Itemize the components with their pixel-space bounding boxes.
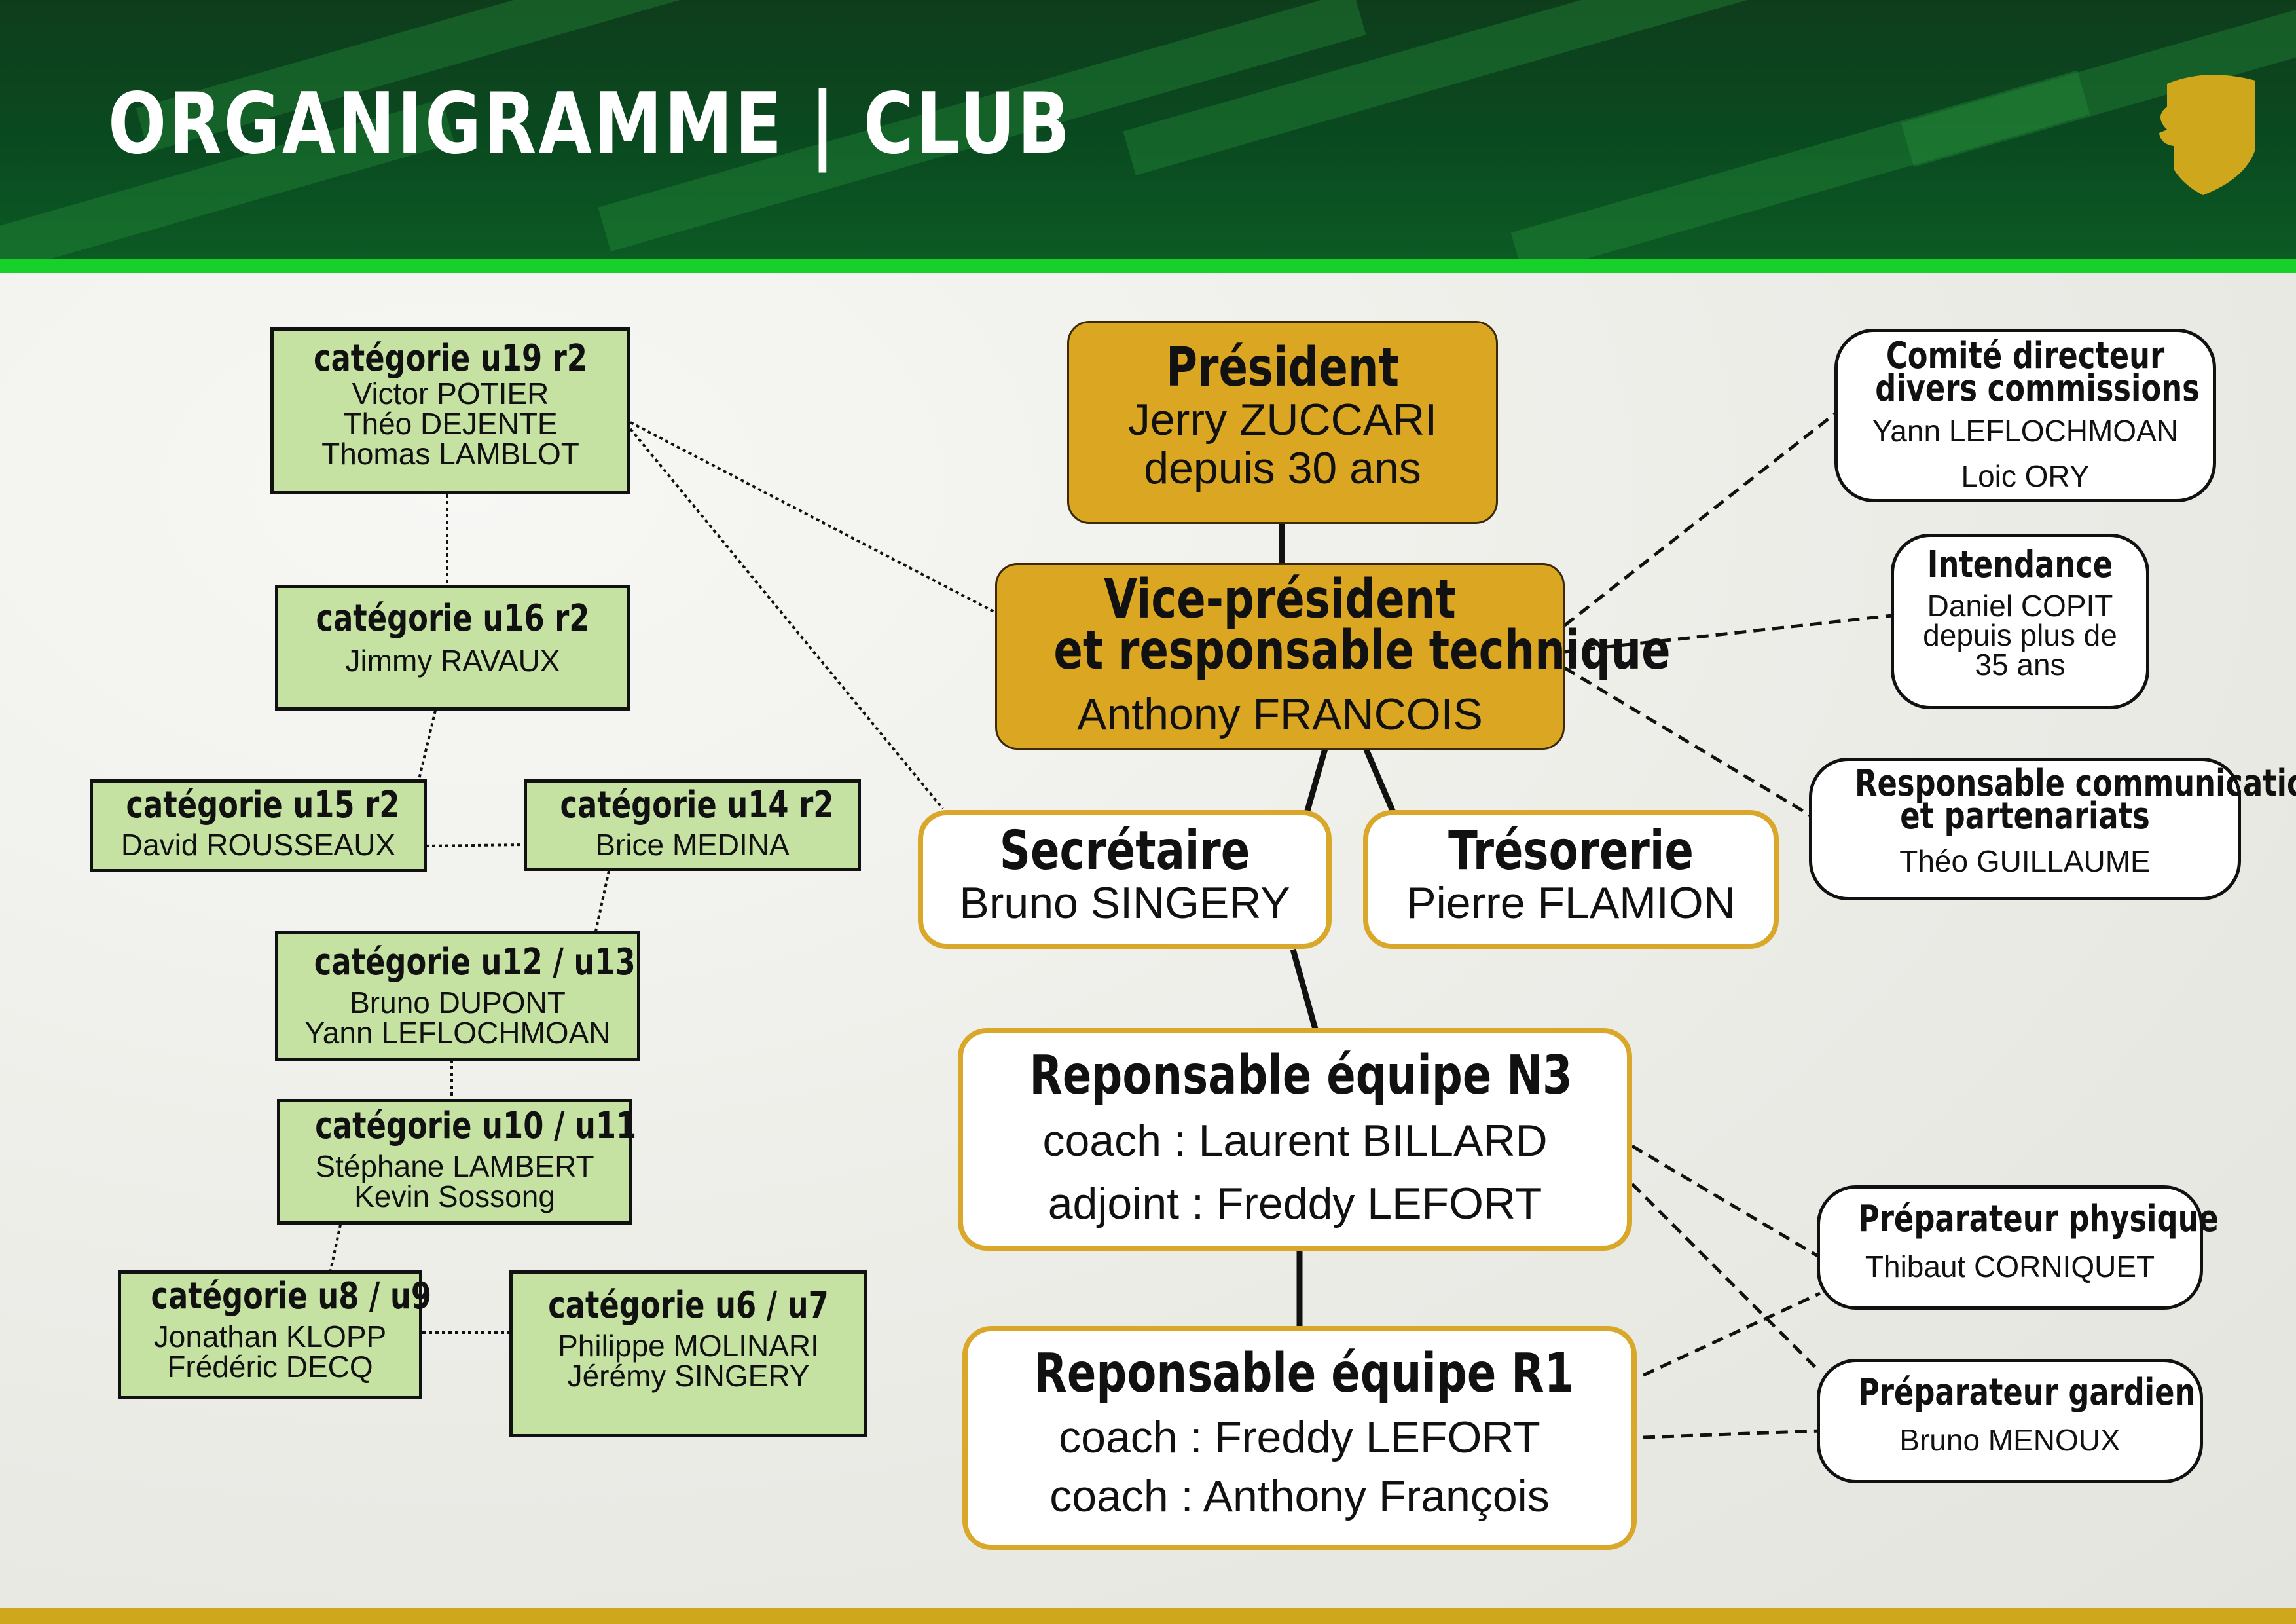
tresorerie-box: Trésorerie Pierre FLAMION (1363, 810, 1779, 949)
category-u10-member-1: Stéphane LAMBERT (315, 1149, 594, 1183)
equipe-r1-coach-1: coach : Freddy LEFORT (1059, 1412, 1540, 1463)
shield-head-icon (2159, 75, 2255, 195)
equipe-r1-title: Reponsable équipe R1 (1034, 1342, 1575, 1405)
header-banner (0, 0, 2296, 259)
category-u6-member-2: Jérémy SINGERY (567, 1358, 810, 1393)
vice-president-subtitle: et responsable technique (1053, 619, 1671, 682)
footer-gold-bar (0, 1608, 2296, 1624)
category-u8-member-1: Jonathan KLOPP (153, 1319, 387, 1354)
category-u19-member-3: Thomas LAMBLOT (321, 436, 579, 471)
category-u16-title: catégorie u16 r2 (316, 597, 590, 640)
category-u19-member-2: Théo DEJENTE (343, 406, 558, 441)
category-u12-box: catégorie u12 / u13 Bruno DUPONT Yann LE… (275, 931, 640, 1061)
communication-subtitle: et partenariats (1900, 795, 2150, 838)
category-u15-box: catégorie u15 r2 David ROUSSEAUX (90, 779, 427, 872)
communication-box: Responsable communication et partenariat… (1809, 758, 2296, 900)
equipe-r1-coach-2: coach : Anthony François (1049, 1471, 1550, 1521)
category-u16-box: catégorie u16 r2 Jimmy RAVAUX (275, 585, 630, 710)
category-u10-title: catégorie u10 / u11 (315, 1105, 637, 1147)
category-u12-title: catégorie u12 / u13 (314, 941, 636, 984)
comite-member-2: Loic ORY (1961, 459, 2090, 494)
intendance-name: Daniel COPIT (1927, 588, 2113, 623)
intendance-title: Intendance (1927, 544, 2113, 586)
intendance-box: Intendance Daniel COPIT depuis plus de 3… (1891, 534, 2149, 709)
prep-gardien-box: Préparateur gardien Bruno MENOUX (1817, 1359, 2203, 1483)
page-title: ORGANIGRAMME | CLUB (108, 75, 1072, 173)
category-u6-title: catégorie u6 / u7 (548, 1284, 829, 1327)
equipe-r1-box: Reponsable équipe R1 coach : Freddy LEFO… (962, 1326, 1637, 1550)
category-u6-box: catégorie u6 / u7 Philippe MOLINARI Jéré… (509, 1270, 867, 1437)
vice-president-name: Anthony FRANCOIS (1077, 689, 1483, 739)
president-name: Jerry ZUCCARI (1127, 395, 1438, 445)
prep-physique-title: Préparateur physique (1858, 1198, 2219, 1240)
equipe-n3-coach: coach : Laurent BILLARD (1042, 1116, 1548, 1166)
secretaire-name: Bruno SINGERY (959, 878, 1290, 929)
category-u12-member-2: Yann LEFLOCHMOAN (304, 1015, 611, 1050)
prep-gardien-title: Préparateur gardien (1858, 1371, 2196, 1414)
equipe-n3-adjoint: adjoint : Freddy LEFORT (1048, 1178, 1542, 1228)
category-u10-box: catégorie u10 / u11 Stéphane LAMBERT Kev… (277, 1099, 637, 1225)
tresorerie-title: Trésorerie (1448, 820, 1694, 882)
category-u6-member-1: Philippe MOLINARI (558, 1328, 819, 1363)
comite-subtitle: divers commissions (1875, 367, 2200, 411)
secretaire-title: Secrétaire (999, 820, 1250, 882)
category-u14-title: catégorie u14 r2 (560, 784, 834, 826)
category-u19-title: catégorie u19 r2 (314, 337, 587, 380)
prep-physique-name: Thibaut CORNIQUET (1865, 1249, 2155, 1283)
president-since: depuis 30 ans (1144, 443, 1421, 493)
category-u10-member-2: Kevin Sossong (354, 1179, 555, 1213)
comite-member-1: Yann LEFLOCHMOAN (1872, 413, 2178, 448)
equipe-n3-box: Reponsable équipe N3 coach : Laurent BIL… (958, 1028, 1632, 1251)
category-u8-box: catégorie u8 / u9 Jonathan KLOPP Frédéri… (118, 1270, 432, 1399)
comite-title: Comité directeur (1886, 335, 2165, 377)
category-u14-member-1: Brice MEDINA (595, 827, 790, 862)
equipe-n3-title: Reponsable équipe N3 (1029, 1044, 1573, 1107)
secretaire-box: Secrétaire Bruno SINGERY (918, 810, 1332, 949)
category-u15-member-1: David ROUSSEAUX (120, 827, 396, 862)
prep-gardien-name: Bruno MENOUX (1899, 1422, 2121, 1457)
intendance-since: depuis plus de (1923, 618, 2117, 652)
category-u19-member-1: Victor POTIER (352, 376, 549, 411)
vice-president-title: Vice-président (1104, 568, 1456, 631)
vice-president-box: Vice-président et responsable technique … (995, 563, 1671, 750)
category-u12-member-1: Bruno DUPONT (350, 985, 566, 1020)
president-title: Président (1166, 337, 1399, 399)
header-accent-line (0, 259, 2296, 273)
comite-box: Comité directeur divers commissions Yann… (1834, 329, 2216, 502)
category-u14-box: catégorie u14 r2 Brice MEDINA (524, 779, 861, 871)
category-u16-member-1: Jimmy RAVAUX (345, 643, 560, 678)
president-box: Président Jerry ZUCCARI depuis 30 ans (1067, 321, 1498, 524)
category-u8-title: catégorie u8 / u9 (151, 1275, 432, 1318)
category-u19-box: catégorie u19 r2 Victor POTIER Théo DEJE… (270, 327, 630, 494)
intendance-years: 35 ans (1975, 647, 2066, 682)
category-u15-title: catégorie u15 r2 (126, 784, 400, 826)
category-u8-member-2: Frédéric DECQ (167, 1349, 373, 1384)
prep-physique-box: Préparateur physique Thibaut CORNIQUET (1817, 1185, 2219, 1310)
communication-name: Théo GUILLAUME (1899, 843, 2151, 878)
tresorerie-name: Pierre FLAMION (1406, 878, 1736, 929)
communication-title: Responsable communication (1855, 762, 2296, 805)
